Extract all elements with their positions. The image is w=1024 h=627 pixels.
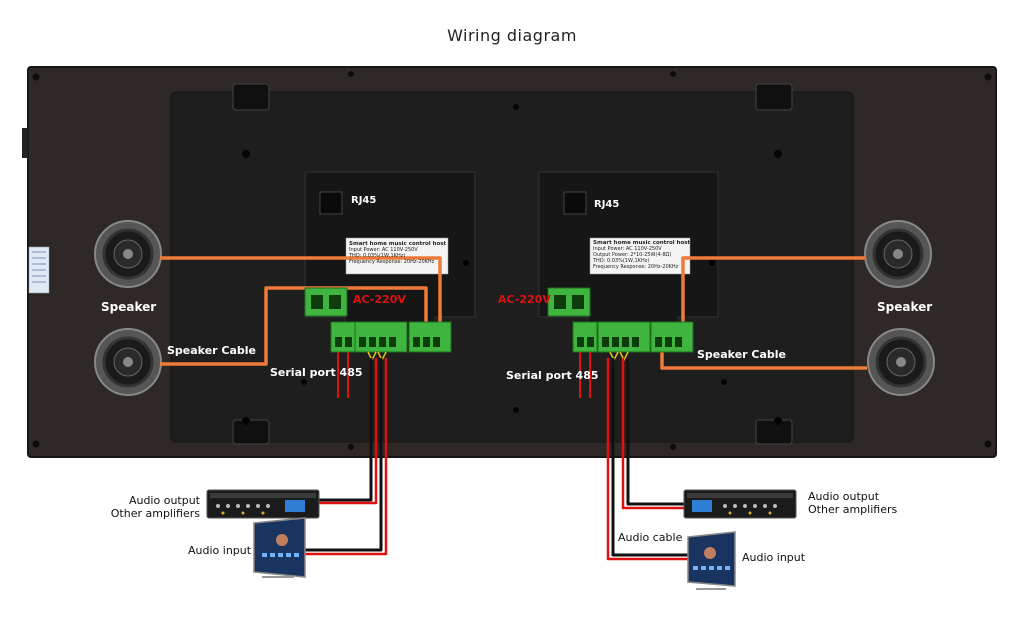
ac-label-left: AC-220V [353,293,406,306]
diagram-title: Wiring diagram [447,26,577,45]
speaker-label-right: Speaker [877,300,933,314]
speaker-cable-label-right: Speaker Cable [697,348,787,361]
audio-input-label-left: Audio input [188,544,252,557]
audio-output-label-left: Audio output Other amplifiers [110,494,200,520]
serial-label-left: Serial port 485 [270,366,363,379]
side-sticker [28,246,50,294]
speaker-label-left: Speaker [101,300,157,314]
rj45-label-left: RJ45 [351,195,377,206]
audio-cable-label: Audio cable [618,531,683,544]
rj45-label-right: RJ45 [594,199,620,210]
speaker-cable-label-left: Speaker Cable [167,344,257,357]
spec-plate-text-left: Smart home music control host Input Powe… [349,241,447,265]
tv-left [253,517,306,578]
amplifier-right [683,489,797,519]
ac-label-right: AC-220V [498,293,551,306]
ac-terminal-left [304,287,348,317]
spec-plate-left [345,237,449,275]
audio-output-label-right: Audio output Other amplifiers [808,490,898,516]
audio-cables-left [304,358,388,556]
back-plate [170,91,854,443]
audio-input-label-right: Audio input [742,551,806,564]
tv-right [687,531,736,590]
speaker-top-right [864,220,932,288]
speaker-bottom-right [867,328,935,396]
mount-brackets [232,83,793,445]
audio-cables-right [606,358,688,561]
speaker-top-left [94,220,162,288]
serial-wires [337,352,591,398]
panel-screws [32,71,992,450]
terminal-strip-left [330,321,452,353]
serial-label-right: Serial port 485 [506,369,599,382]
ac-terminal-right [547,287,591,317]
spec-plate-right [589,237,691,275]
speaker-bottom-left [94,328,162,396]
plate-screws [242,104,782,425]
terminal-strip-right [572,321,694,353]
spec-plate-text-right: Smart home music control host Input Powe… [593,240,691,270]
amplifier-left [206,489,320,519]
